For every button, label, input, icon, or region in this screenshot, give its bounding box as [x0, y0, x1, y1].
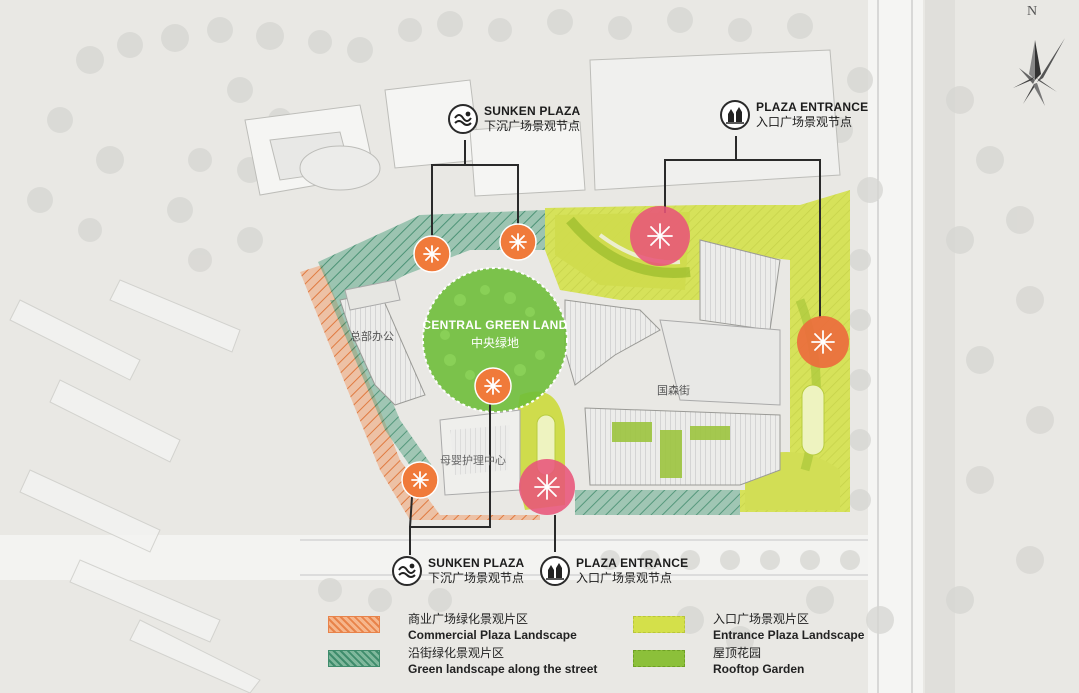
legend-commercial-zh: 商业广场绿化景观片区	[408, 612, 529, 626]
legend-swatch-street-green	[328, 650, 380, 667]
sunken-plaza-icon	[392, 556, 422, 586]
legend-entrance-zh: 入口广场景观片区	[713, 612, 810, 626]
legend-item-street-green: 沿街绿化景观片区 Green landscape along the stree…	[328, 646, 597, 677]
callout-sunken-bottom-en: SUNKEN PLAZA	[428, 556, 525, 570]
callout-sunken-top-zh: 下沉广场景观节点	[484, 119, 581, 133]
callout-entrance-bottom: PLAZA ENTRANCE 入口广场景观节点	[540, 556, 688, 586]
legend-commercial-en: Commercial Plaza Landscape	[408, 628, 577, 642]
central-green-label: CENTRAL GREEN LAND 中央绿地	[420, 318, 570, 351]
callout-sunken-bottom: SUNKEN PLAZA 下沉广场景观节点	[392, 556, 524, 586]
sunken-bottom-connector	[409, 385, 491, 555]
sunken-top-connector	[431, 140, 466, 245]
central-green-en: CENTRAL GREEN LAND	[422, 318, 568, 332]
callout-entrance-top-en: PLAZA ENTRANCE	[756, 100, 869, 114]
plaza-entrance-icon	[720, 100, 750, 130]
callout-entrance-bottom-en: PLAZA ENTRANCE	[576, 556, 689, 570]
legend-entrance-en: Entrance Plaza Landscape	[713, 628, 865, 642]
center-building-a	[564, 299, 661, 386]
legend-item-commercial: 商业广场绿化景观片区 Commercial Plaza Landscape	[328, 612, 577, 643]
central-green-zh: 中央绿地	[470, 336, 519, 350]
legend-street-green-zh: 沿街绿化景观片区	[408, 646, 505, 660]
sunken-plaza-icon	[448, 104, 478, 134]
street-label: 国森街	[657, 385, 690, 397]
commercial-plaza-zone	[300, 265, 540, 520]
callout-sunken-bottom-zh: 下沉广场景观节点	[428, 571, 525, 585]
street-green-zone-south	[575, 490, 740, 515]
legend-swatch-rooftop	[633, 650, 685, 667]
entrance-top-connector	[664, 136, 737, 213]
north-arrow	[1013, 38, 1065, 106]
vertical-road	[868, 0, 923, 693]
south-building	[584, 407, 781, 486]
callout-entrance-top-zh: 入口广场景观节点	[756, 115, 853, 129]
legend-item-entrance: 入口广场景观片区 Entrance Plaza Landscape	[633, 612, 864, 643]
legend-swatch-commercial	[328, 616, 380, 633]
legend-rooftop-en: Rooftop Garden	[713, 662, 805, 676]
callout-entrance-bottom-zh: 入口广场景观节点	[576, 571, 673, 585]
plaza-entrance-icon	[540, 556, 570, 586]
callout-sunken-top: SUNKEN PLAZA 下沉广场景观节点	[448, 104, 580, 134]
care-center-label: 母婴护理中心	[440, 455, 506, 467]
legend-street-green-en: Green landscape along the street	[408, 662, 598, 676]
legend-rooftop-zh: 屋顶花园	[713, 646, 762, 660]
office-building-label: 总部办公	[350, 331, 394, 343]
callout-entrance-top: PLAZA ENTRANCE 入口广场景观节点	[720, 100, 868, 130]
callout-sunken-top-en: SUNKEN PLAZA	[484, 104, 581, 118]
north-label: N	[1027, 4, 1038, 19]
legend-swatch-entrance	[633, 616, 685, 633]
node-star-icons	[411, 223, 835, 500]
legend-item-rooftop: 屋顶花园 Rooftop Garden	[633, 646, 804, 677]
